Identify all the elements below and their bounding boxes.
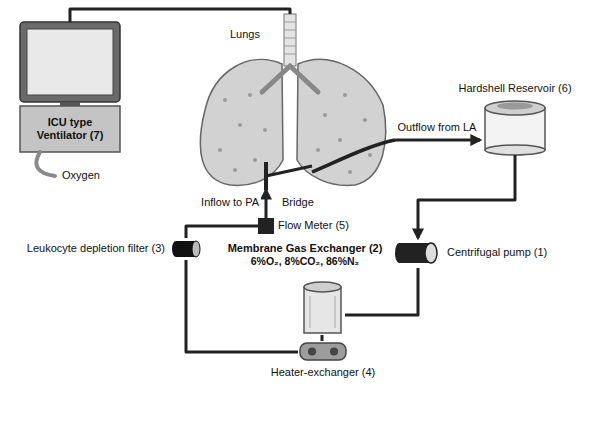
gas-mix-label: 6%O₂, 8%CO₂, 86%N₂ [218,255,392,268]
filter-component: Leukocyte depletion filter (3) [172,238,200,260]
component-label: Lungs [230,28,280,41]
tubing-connector [321,335,324,341]
filter-illustration [172,241,200,257]
part-label: Bridge [280,196,316,209]
tubing-connector [186,260,298,352]
component-label: Heater-exchanger (4) [268,366,378,379]
bridge-tube [266,166,312,176]
lungs-illustration [200,14,395,190]
component-label: Membrane Gas Exchanger (2) [218,242,392,255]
tubing-connector [70,9,290,22]
component-label: Leukocyte depletion filter (3) [5,242,165,255]
lungs-organ: Lungs [185,14,395,190]
heater-illustration [300,343,346,360]
component-label: ICU type Ventilator (7) [24,116,116,142]
component-label: Centrifugal pump (1) [447,246,587,259]
pump-component: Centrifugal pump (1) [395,238,441,268]
flow-label: Outflow from LA [396,121,479,134]
tubing-connector [186,226,258,238]
tubing-connector [265,190,268,218]
reservoir-illustration [485,101,545,155]
gas-exchanger: Membrane Gas Exchanger (2)6%O₂, 8%CO₂, 8… [300,280,345,335]
tubing-connector [418,155,515,238]
oxygen-hose [36,152,55,176]
part-label: Oxygen [60,169,102,182]
pump-illustration [395,243,437,263]
flow-meter-illustration [258,218,274,234]
flow-meter: Flow Meter (5) [258,218,274,234]
component-label: Flow Meter (5) [278,219,378,232]
tubing-connector [345,268,418,315]
reservoir-vessel: Hardshell Reservoir (6) [480,100,550,155]
component-label: Hardshell Reservoir (6) [450,82,580,95]
ventilator-box: ICU type Ventilator (7) [20,22,120,152]
tubing-connector [395,139,480,142]
ventilator-illustration [20,22,120,152]
flow-label: Inflow to PA [199,196,261,209]
gas-exchanger-illustration [304,282,341,333]
heater-exchanger: Heater-exchanger (4) [298,341,348,361]
